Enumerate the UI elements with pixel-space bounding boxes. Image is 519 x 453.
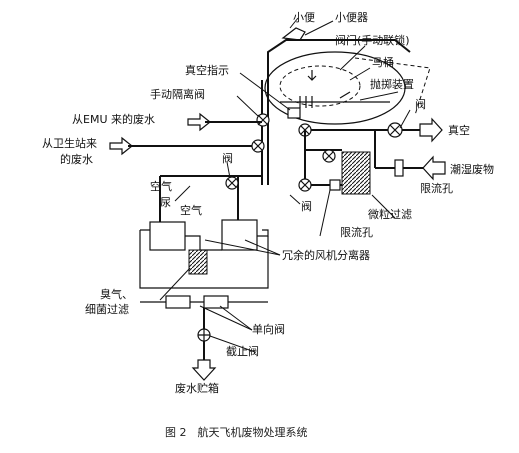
- vacuum-arrow-icon: [419, 117, 443, 143]
- separator-right: [221, 219, 258, 251]
- label-from-station: 从卫生站来: [42, 136, 97, 150]
- restrictor-small: [329, 179, 341, 191]
- label-from-emu: 从EMU 来的废水: [72, 112, 155, 126]
- label-urinal: 小便: [293, 11, 315, 24]
- label-bacteria-filter: 细菌过滤: [85, 303, 129, 316]
- label-check-valve: 单向阀: [252, 322, 285, 336]
- tank-arrow-icon: [191, 359, 217, 381]
- emu-arrow-icon: [187, 112, 211, 132]
- fan-separators: [140, 219, 269, 275]
- label-restrictor-right: 限流孔: [420, 181, 453, 195]
- station-arrow-icon: [109, 136, 133, 156]
- urinal: [281, 17, 306, 41]
- wet-waste-arrow-icon: [422, 155, 446, 181]
- label-waste-water: 的废水: [60, 152, 93, 166]
- label-valve-mid: 阀: [222, 151, 233, 165]
- separator-left: [149, 221, 186, 251]
- leaders: [159, 20, 411, 353]
- odor-bacteria-filter: [188, 249, 208, 275]
- label-urinal-device: 小便器: [335, 11, 368, 24]
- label-odor: 臭气、: [100, 287, 133, 301]
- label-slinger: 抛掷装置: [370, 77, 414, 91]
- figure-caption: 图 2 航天飞机废物处理系统: [165, 425, 308, 439]
- toilet-assembly: [264, 39, 431, 125]
- restrictor-block: [394, 159, 404, 177]
- label-restrictor-lower: 限流孔: [340, 225, 373, 239]
- label-valve-top: 阀: [415, 97, 426, 111]
- label-urine: 尿: [160, 196, 171, 209]
- toilet-bowl: [264, 51, 406, 125]
- label-air-inside: 空气: [180, 203, 202, 217]
- label-valve-manual-interlock: 阀门(手动联锁): [335, 33, 410, 47]
- label-toilet: 马桶: [372, 55, 394, 69]
- label-particle-filter: 微粒过滤: [368, 207, 412, 221]
- label-vacuum-indicator: 真空指示: [185, 63, 229, 77]
- label-redundant-separator: 冗余的风机分离器: [282, 248, 370, 262]
- vacuum-indicator-box: [287, 107, 301, 119]
- labels: 小便 小便器 阀门(手动联锁) 真空指示 马桶 手动隔离阀 抛掷装置 阀 从EM…: [42, 11, 494, 395]
- label-valve-lower: 阀: [301, 199, 312, 213]
- label-manual-isolation-valve: 手动隔离阀: [150, 87, 205, 101]
- check-valves: [140, 295, 268, 309]
- label-waste-tank: 废水贮箱: [175, 381, 219, 395]
- label-shutoff-valve: 截止阀: [226, 344, 259, 358]
- label-air: 空气: [150, 179, 172, 193]
- particle-filter-box: [341, 151, 371, 195]
- label-wet-waste: 潮湿废物: [450, 162, 494, 176]
- label-vacuum: 真空: [448, 123, 470, 137]
